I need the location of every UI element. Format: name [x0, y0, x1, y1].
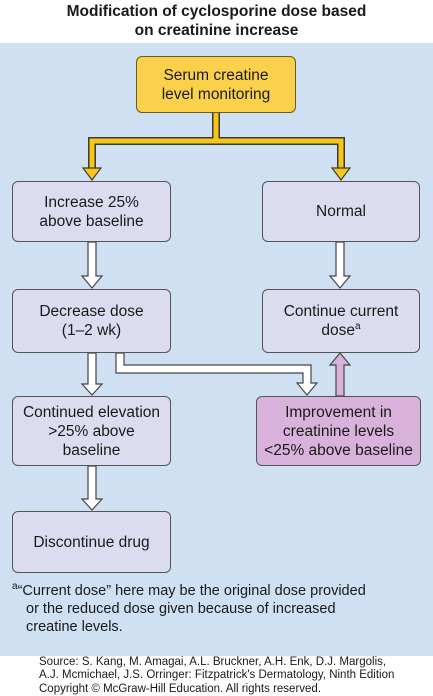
footnote-text-1: “Current dose” here may be the original …: [17, 583, 366, 599]
box-line: Normal: [316, 203, 366, 220]
footnote-line-2: or the reduced dose given because of inc…: [26, 601, 336, 617]
footnote-marker: a: [12, 581, 18, 593]
continue-dose-text: dose: [321, 322, 356, 339]
box-line: above baseline: [39, 212, 144, 230]
box-line: Continued elevation: [22, 403, 161, 421]
box-line: dosea: [321, 321, 360, 340]
source-line-2: A.J. Mcmichael, J.S. Orringer: Fitzpatri…: [39, 669, 395, 682]
source-line-1: Source: S. Kang, M. Amagai, A.L. Bruckne…: [39, 656, 387, 668]
source-line-3: Copyright © McGraw-Hill Education. All r…: [39, 682, 322, 695]
arrow-improvement-to-continue: [328, 352, 352, 397]
box-increase-25: Increase 25% above baseline: [12, 181, 171, 242]
box-discontinue-drug: Discontinue drug: [12, 511, 171, 573]
footnote: a“Current dose” here may be the original…: [12, 582, 427, 636]
box-line: Serum creatine: [163, 66, 269, 84]
title-line-2: on creatinine increase: [134, 22, 299, 39]
arrow-normal-to-continue: [328, 241, 352, 289]
box-decrease-dose: Decrease dose (1–2 wk): [12, 289, 171, 353]
box-line: Decrease dose: [39, 303, 144, 320]
box-line: Continue current: [283, 303, 399, 320]
arrow-decrease-to-improvement: [115, 352, 319, 396]
box-line: baseline: [62, 441, 121, 459]
source-credit: Source: S. Kang, M. Amagai, A.L. Bruckne…: [39, 656, 433, 696]
arrow-elevation-to-discontinue: [80, 465, 104, 511]
box-normal: Normal: [262, 181, 420, 242]
box-line: Discontinue drug: [33, 533, 150, 551]
box-line: >25% above: [48, 422, 135, 440]
box-line: level monitoring: [161, 85, 271, 103]
box-line: creatinine levels: [282, 422, 395, 440]
box-line: (1–2 wk): [61, 322, 122, 339]
footnote-marker-sup: a: [355, 320, 361, 332]
box-line: Improvement in: [285, 403, 392, 421]
box-line: <25% above baseline: [264, 441, 413, 459]
box-continued-elevation: Continued elevation >25% above baseline: [12, 396, 171, 466]
box-continue-current-dose: Continue current dosea: [262, 289, 420, 353]
box-line: Increase 25%: [44, 193, 139, 211]
arrow-increase-to-decrease: [80, 241, 104, 289]
footnote-line-3: creatine levels.: [26, 619, 123, 635]
box-serum-monitoring: Serum creatine level monitoring: [136, 56, 296, 113]
diagram-title: Modification of cyclosporine dose based …: [0, 0, 433, 44]
arrow-decrease-to-elevation: [80, 352, 104, 396]
title-line-1: Modification of cyclosporine dose based: [66, 3, 367, 20]
yellow-branch-arrow: [81, 113, 352, 181]
box-improvement: Improvement in creatinine levels <25% ab…: [256, 396, 421, 466]
footnote-line-1: a“Current dose” here may be the original…: [12, 582, 427, 600]
